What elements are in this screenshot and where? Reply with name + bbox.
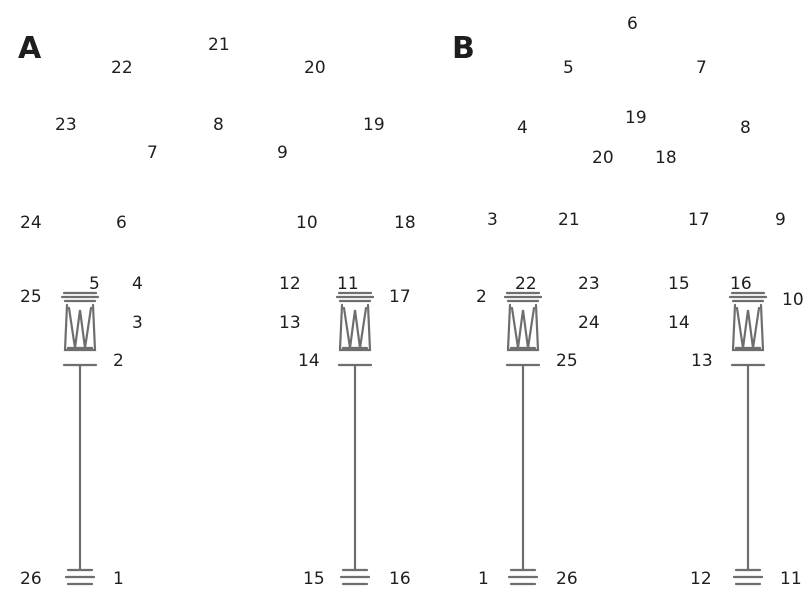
position-label: 2 [113, 351, 124, 371]
position-label: 20 [304, 58, 326, 78]
position-label: 25 [20, 287, 42, 307]
position-label: 8 [740, 118, 751, 138]
position-label: 15 [303, 569, 325, 589]
position-label: 6 [116, 213, 127, 233]
position-label: 26 [556, 569, 578, 589]
position-label: 19 [363, 115, 385, 135]
position-label: 16 [389, 569, 411, 589]
position-label: 11 [780, 569, 802, 589]
position-label: 24 [20, 213, 42, 233]
position-label: 9 [775, 210, 786, 230]
position-label: 11 [337, 274, 359, 294]
position-label: 6 [627, 14, 638, 34]
position-label: 26 [20, 569, 42, 589]
position-label: 4 [517, 118, 528, 138]
position-label: 12 [690, 569, 712, 589]
position-label: 18 [655, 148, 677, 168]
position-label: 23 [55, 115, 77, 135]
position-label: 23 [578, 274, 600, 294]
position-label: 5 [563, 58, 574, 78]
spindle-a-left [60, 291, 100, 586]
position-label: 8 [213, 115, 224, 135]
position-label: 16 [730, 274, 752, 294]
position-label: 22 [515, 274, 537, 294]
panel-letter-b: B [452, 31, 475, 66]
position-label: 24 [578, 313, 600, 333]
position-label: 18 [394, 213, 416, 233]
position-label: 13 [691, 351, 713, 371]
position-label: 14 [668, 313, 690, 333]
position-label: 3 [487, 210, 498, 230]
position-label: 12 [279, 274, 301, 294]
panel-letter-a: A [18, 31, 42, 66]
position-label: 19 [625, 108, 647, 128]
spindle-b-right [728, 291, 768, 586]
position-label: 10 [296, 213, 318, 233]
position-label: 22 [111, 58, 133, 78]
position-label: 17 [688, 210, 710, 230]
position-label: 2 [476, 287, 487, 307]
position-label: 20 [592, 148, 614, 168]
spindle-b-left [503, 291, 543, 586]
position-label: 1 [113, 569, 124, 589]
position-label: 3 [132, 313, 143, 333]
position-label: 4 [132, 274, 143, 294]
position-label: 9 [277, 143, 288, 163]
position-label: 14 [298, 351, 320, 371]
position-label: 21 [558, 210, 580, 230]
position-label: 13 [279, 313, 301, 333]
position-label: 17 [389, 287, 411, 307]
position-label: 7 [147, 143, 158, 163]
position-label: 1 [478, 569, 489, 589]
position-label: 15 [668, 274, 690, 294]
position-label: 7 [696, 58, 707, 78]
position-label: 10 [782, 290, 804, 310]
position-label: 21 [208, 35, 230, 55]
position-label: 25 [556, 351, 578, 371]
spindle-a-right [335, 291, 375, 586]
position-label: 5 [89, 274, 100, 294]
